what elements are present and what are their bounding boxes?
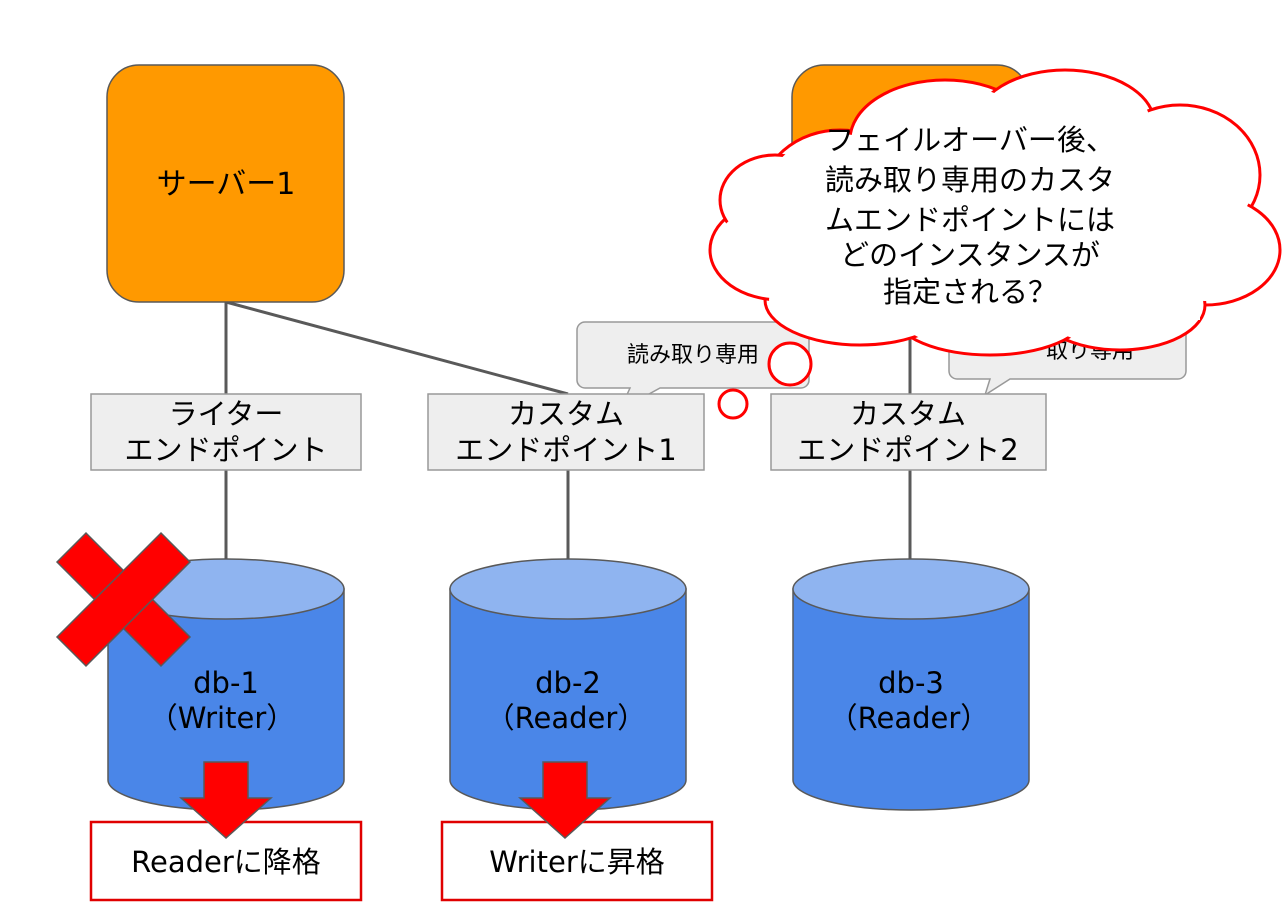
thought-line-4: どのインスタンスが: [840, 238, 1100, 272]
writer-endpoint: ライター エンドポイント: [90, 393, 362, 471]
db-2-status-box: [440, 820, 714, 902]
db-1-down-arrow-icon: [179, 761, 273, 840]
db-1-status-label: Readerに降格: [131, 845, 321, 879]
writer-endpoint-line-2: エンドポイント: [124, 433, 327, 467]
thought-bubble-large: [767, 341, 813, 387]
db-2-cylinder: db-2 （Reader）: [449, 558, 687, 811]
custom-endpoint-2-line-1: カスタム: [850, 397, 966, 431]
custom-endpoint-2-line-2: エンドポイント2: [797, 433, 1018, 467]
server-1-box: [106, 64, 345, 303]
readonly-callout-1-label: 読み取り専用: [627, 343, 759, 368]
thought-bubble-medium: [717, 388, 749, 420]
custom-endpoint-1-line-2: エンドポイント1: [455, 433, 676, 467]
custom-endpoint-1-line-1: カスタム: [508, 397, 624, 431]
thought-line-1: フェイルオーバー後、: [825, 123, 1115, 157]
thought-cloud: フェイルオーバー後、 読み取り専用のカスタ ムエンドポイントには どのインスタン…: [682, 68, 1282, 442]
thought-line-5: 指定される？: [883, 275, 1057, 309]
server-1-label: サーバー1: [157, 167, 296, 202]
db-2-role: （Reader）: [486, 701, 647, 735]
db-1-name: db-1: [193, 666, 259, 700]
connectors: [224, 300, 912, 560]
db-3-cylinder: db-3 （Reader）: [792, 558, 1030, 811]
db-2-status-label: Writerに昇格: [489, 845, 665, 879]
connector-server1-custom1: [225, 300, 569, 396]
db-3-name: db-3: [878, 666, 944, 700]
thought-line-3: ムエンドポイントには: [825, 203, 1115, 237]
custom-endpoint-2: カスタム エンドポイント2: [770, 393, 1047, 471]
db-2-down-arrow-icon: [518, 761, 612, 840]
db-1-role: （Writer）: [149, 701, 296, 735]
thought-line-2: 読み取り専用のカスタ: [825, 163, 1115, 197]
db-2-name: db-2: [535, 666, 601, 700]
custom-endpoint-1: カスタム エンドポイント1: [427, 393, 705, 471]
db-3-role: （Reader）: [829, 701, 990, 735]
writer-endpoint-line-1: ライター: [169, 397, 284, 431]
failure-x-icon: [55, 531, 192, 668]
